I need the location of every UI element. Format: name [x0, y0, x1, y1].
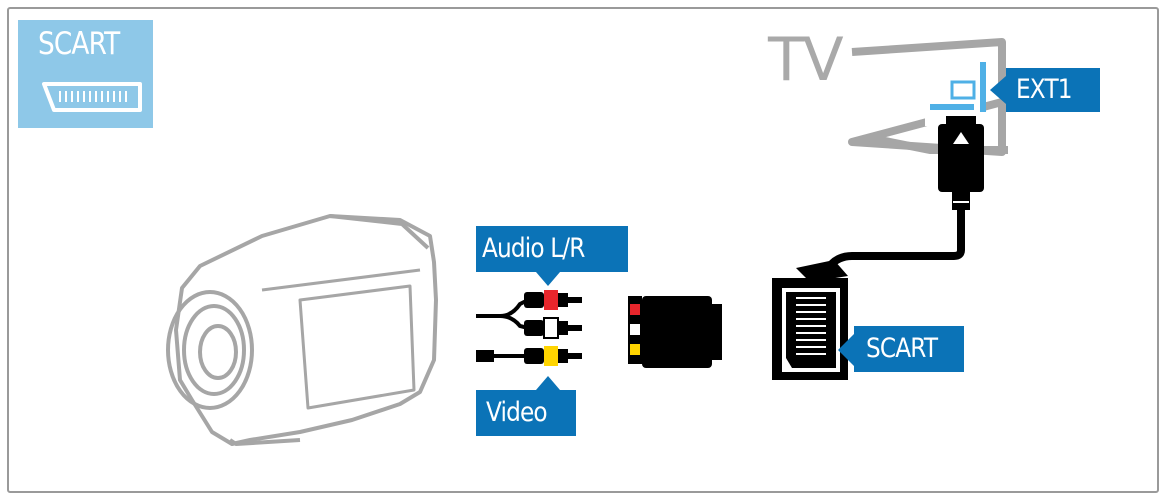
diagram-frame — [7, 7, 1159, 493]
video-label-bg — [476, 376, 576, 436]
legend-label: SCART — [38, 26, 120, 62]
rca-cables — [476, 290, 582, 366]
tv-label: TV — [768, 25, 844, 95]
scart-plug-label-bg — [838, 326, 964, 372]
scart-port-icon — [42, 82, 142, 112]
rca-to-scart-adapter-icon — [628, 296, 722, 368]
audio-label: Audio L/R — [482, 233, 585, 264]
connector-legend: SCART — [18, 20, 153, 128]
ext1-port-label-bg — [990, 68, 1100, 112]
tv-icon — [848, 38, 1008, 156]
ext1-port-label: EXT1 — [1016, 74, 1073, 105]
camcorder-icon — [166, 214, 438, 446]
audio-label-bg — [476, 226, 628, 286]
scart-plug-icon — [772, 260, 848, 380]
scart-plug-label: SCART — [866, 333, 938, 364]
video-label: Video — [486, 397, 548, 428]
tv-scart-plug — [938, 116, 984, 210]
